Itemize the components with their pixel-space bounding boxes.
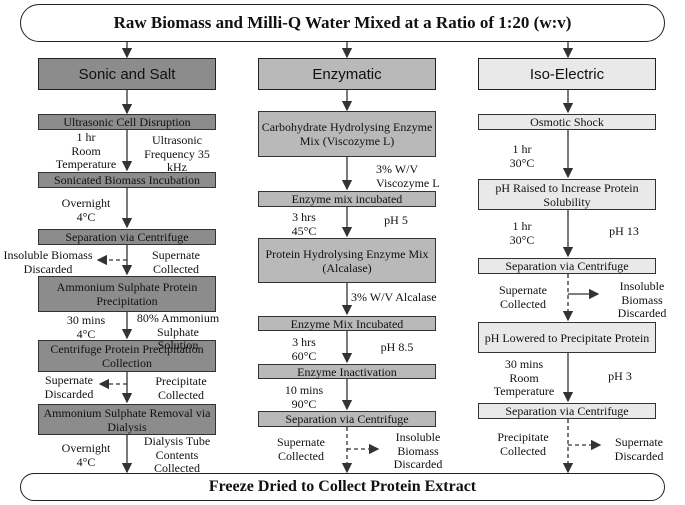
- condition-label: 10 mins 90°C: [284, 383, 324, 411]
- column-header-enzymatic: Enzymatic: [258, 58, 436, 90]
- column-header-iso-electric: Iso-Electric: [478, 58, 656, 90]
- column-header-sonic-and-salt: Sonic and Salt: [38, 58, 216, 90]
- output-label: Precipitate Collected: [155, 374, 207, 402]
- step-box: Carbohydrate Hydrolysing Enzyme Mix (Vis…: [258, 111, 436, 157]
- output-label: Supernate Collected: [277, 435, 325, 463]
- step-box: Protein Hydrolysing Enzyme Mix (Alcalase…: [258, 238, 436, 283]
- condition-label: 30 mins Room Temperature: [493, 357, 555, 398]
- output-label: Supernate Collected: [499, 283, 547, 311]
- output-label: Supernate Collected: [152, 248, 200, 276]
- step-box: Osmotic Shock: [478, 114, 656, 130]
- condition-label: 3 hrs 45°C: [291, 210, 317, 238]
- step-box: Enzyme mix incubated: [258, 191, 436, 207]
- output-label: Supernate Discarded: [44, 373, 94, 401]
- condition-label: pH 13: [609, 224, 639, 238]
- output-label: Supernate Discarded: [614, 435, 664, 463]
- condition-label: Ultrasonic Frequency 35 kHz: [144, 133, 210, 174]
- condition-label: 1 hr 30°C: [509, 219, 535, 247]
- condition-label: pH 3: [608, 369, 632, 383]
- step-box: Ammonium Sulphate Removal via Dialysis: [38, 404, 216, 435]
- step-box: Ultrasonic Cell Disruption: [38, 114, 216, 130]
- bottom-banner: Freeze Dried to Collect Protein Extract: [20, 473, 665, 501]
- condition-label: 1 hr 30°C: [509, 142, 535, 170]
- step-box: Centrifuge Protein Precipitation Collect…: [38, 340, 216, 372]
- step-box: Separation via Centrifuge: [478, 403, 656, 419]
- step-box: Separation via Centrifuge: [258, 411, 436, 427]
- step-box: Separation via Centrifuge: [38, 229, 216, 245]
- condition-label: 80% Ammonium Sulphate Solution: [136, 311, 220, 352]
- step-box: pH Lowered to Precipitate Protein: [478, 322, 656, 353]
- condition-label: 3% W/V Viscozyme L: [376, 162, 440, 190]
- top-banner: Raw Biomass and Milli-Q Water Mixed at a…: [20, 4, 665, 42]
- output-label: Dialysis Tube Contents Collected: [143, 434, 211, 475]
- output-label: Insoluble Biomass Discarded: [393, 430, 443, 471]
- output-label: Precipitate Collected: [497, 430, 549, 458]
- step-box: Sonicated Biomass Incubation: [38, 172, 216, 188]
- condition-label: pH 8.5: [380, 340, 414, 354]
- condition-label: 1 hr Room Temperature: [55, 130, 117, 171]
- condition-label: 3% W/V Alcalase: [351, 290, 437, 304]
- step-box: Enzyme Inactivation: [258, 364, 436, 379]
- condition-label: pH 5: [384, 213, 408, 227]
- condition-label: 30 mins 4°C: [66, 313, 106, 341]
- output-label: Insoluble Biomass Discarded: [617, 279, 667, 320]
- condition-label: 3 hrs 60°C: [291, 335, 317, 363]
- condition-label: Overnight 4°C: [61, 441, 111, 469]
- step-box: Separation via Centrifuge: [478, 258, 656, 274]
- step-box: Enzyme Mix Incubated: [258, 316, 436, 331]
- step-box: pH Raised to Increase Protein Solubility: [478, 179, 656, 210]
- output-label: Insoluble Biomass Discarded: [3, 248, 93, 276]
- condition-label: Overnight 4°C: [61, 196, 111, 224]
- step-box: Ammonium Sulphate Protein Precipitation: [38, 276, 216, 312]
